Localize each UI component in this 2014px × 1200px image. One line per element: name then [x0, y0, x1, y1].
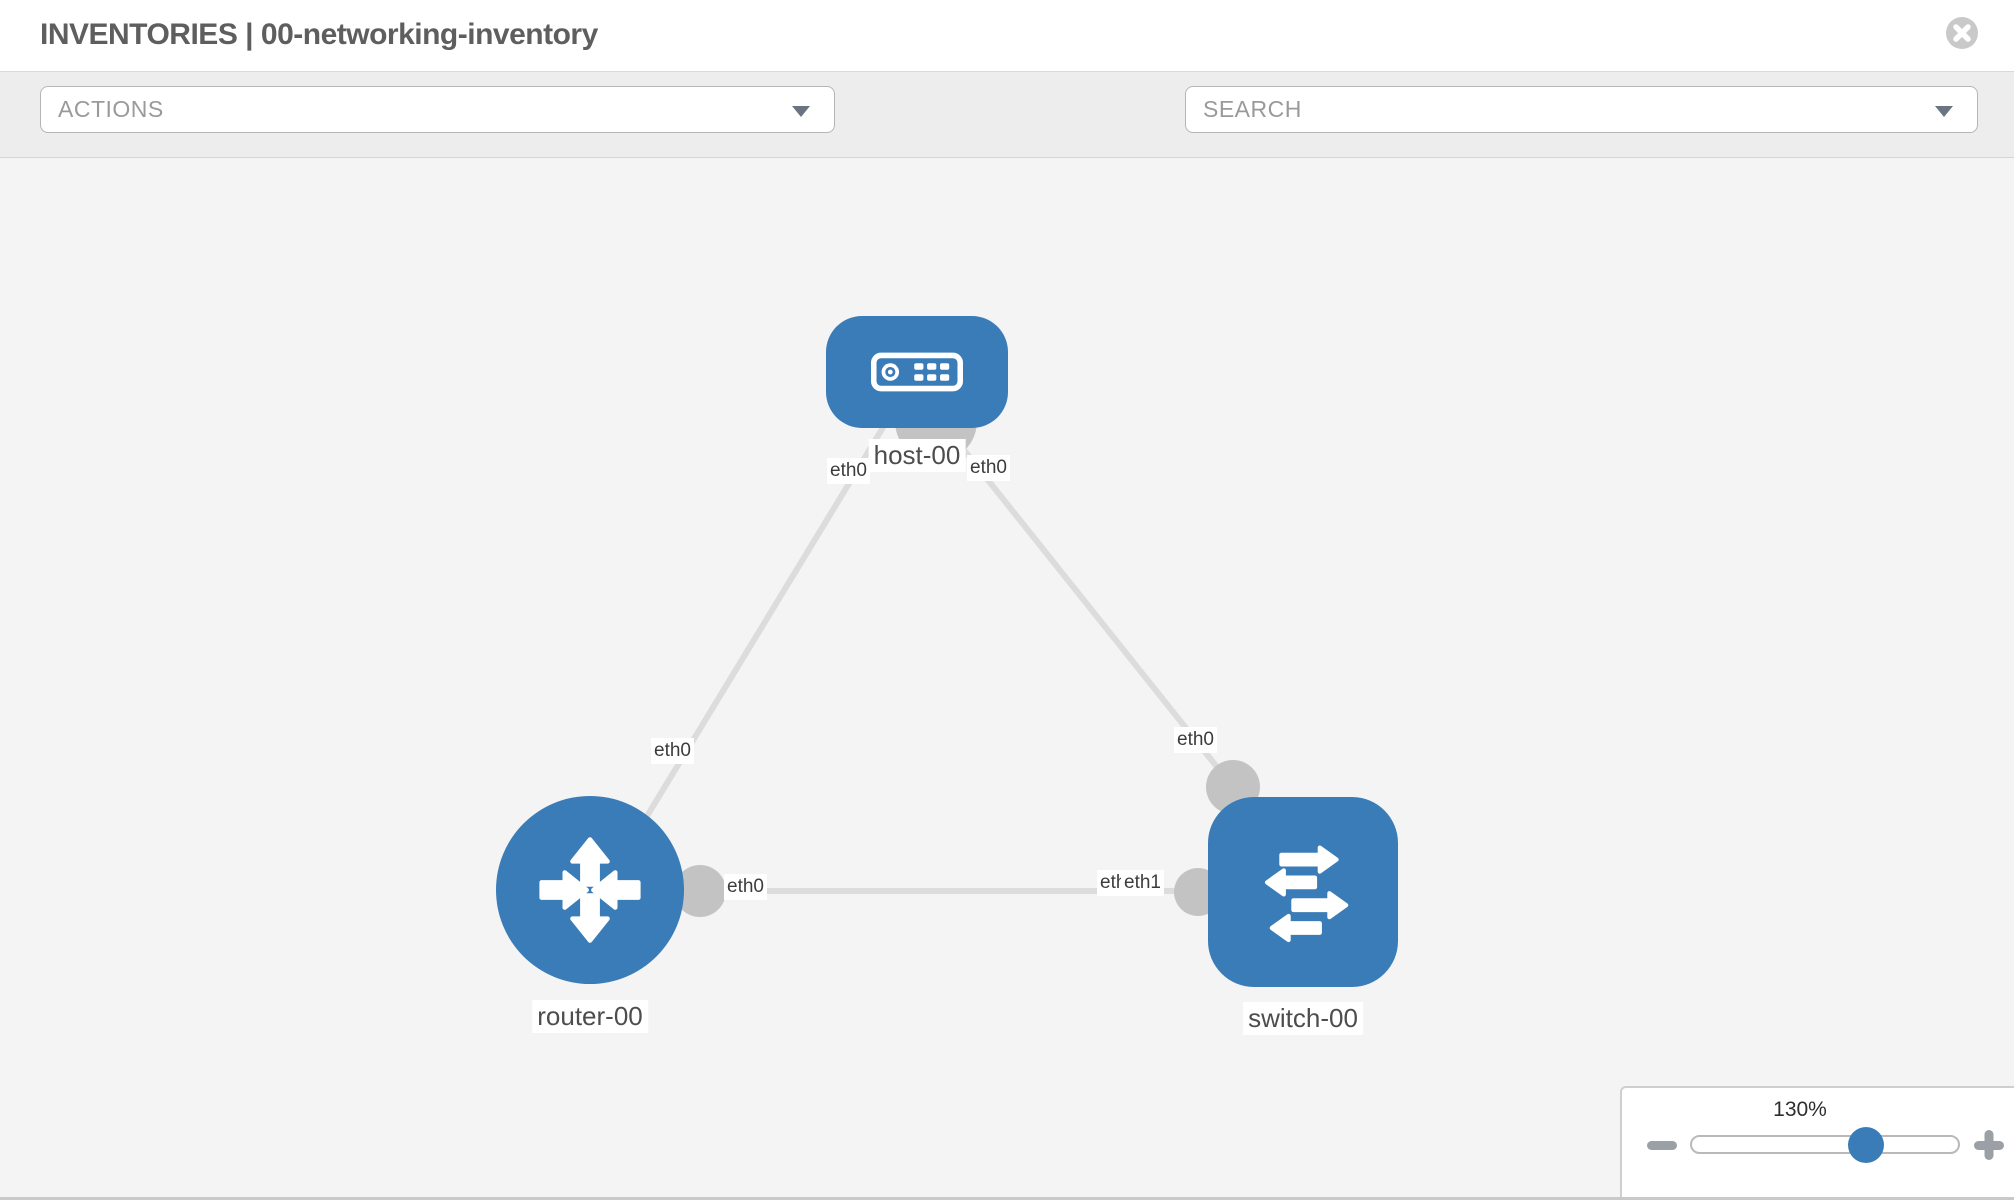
node-host-00[interactable]: [826, 316, 1008, 428]
close-button[interactable]: [1944, 15, 1980, 51]
toolbar: ACTIONS SEARCH: [0, 72, 2014, 202]
topology-links-layer: [590, 380, 1300, 917]
search-select[interactable]: SEARCH: [1185, 86, 1978, 133]
interface-label-host-to-switch: eth0: [967, 455, 1010, 481]
minus-icon: [1647, 1141, 1677, 1150]
zoom-slider-thumb[interactable]: [1848, 1127, 1884, 1163]
window-bottom-edge: [0, 1197, 2014, 1200]
node-switch-00[interactable]: [1208, 797, 1398, 987]
caret-down-icon: [792, 106, 810, 117]
node-label-host-00: host-00: [868, 439, 966, 472]
actions-select-label: ACTIONS: [58, 96, 164, 122]
search-select-label: SEARCH: [1203, 96, 1302, 122]
node-label-router-00: router-00: [532, 1000, 648, 1033]
node-label-switch-00: switch-00: [1243, 1002, 1363, 1035]
interface-label-router-to-switch: eth0: [724, 874, 767, 900]
node-router-00[interactable]: [496, 796, 684, 984]
topology-canvas[interactable]: eth0 eth0 eth0 eth0 eth0 eth0 eth1 host-…: [0, 158, 2014, 1200]
actions-select[interactable]: ACTIONS: [40, 86, 835, 133]
zoom-panel: 130%: [1620, 1086, 2014, 1200]
zoom-slider-track[interactable]: [1690, 1127, 1960, 1163]
interface-label-switch-to-router: eth1: [1121, 870, 1164, 896]
port-connector-router[interactable]: [674, 865, 726, 917]
caret-down-icon: [1935, 106, 1953, 117]
switch-arrows-icon: [1264, 845, 1349, 943]
close-icon: [1946, 17, 1978, 49]
zoom-level-label: 130%: [1773, 1098, 1827, 1121]
header: INVENTORIES | 00-networking-inventory: [0, 0, 2014, 72]
page-title: INVENTORIES | 00-networking-inventory: [40, 18, 598, 51]
zoom-out-button[interactable]: [1646, 1130, 1678, 1165]
interface-label-switch-uplink: eth0: [1174, 727, 1217, 753]
link-host-router[interactable]: [621, 414, 893, 856]
interface-label-router-uplink: eth0: [651, 738, 694, 764]
interface-label-host-to-router: eth0: [827, 458, 870, 484]
zoom-in-button[interactable]: [1972, 1128, 2006, 1167]
server-icon: [871, 352, 963, 392]
plus-icon: [1974, 1130, 2004, 1160]
router-arrows-icon: [539, 837, 641, 943]
